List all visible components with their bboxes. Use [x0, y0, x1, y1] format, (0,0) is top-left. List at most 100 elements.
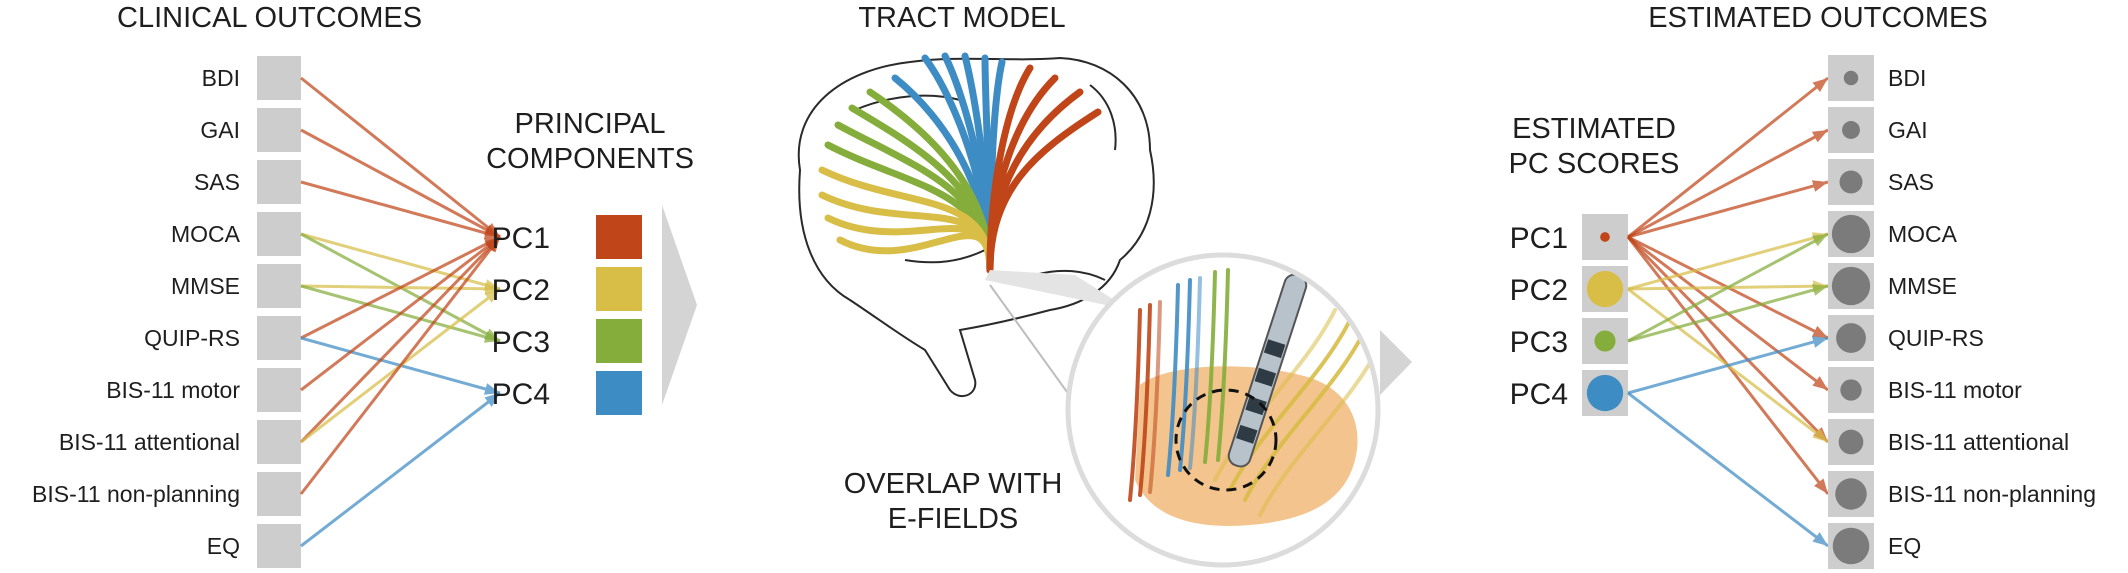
outcome-box — [257, 56, 301, 100]
estimated-outcomes-header: ESTIMATED OUTCOMES — [1648, 2, 1987, 34]
pc-to-outcome-links — [1626, 76, 1830, 548]
outcome-box — [257, 264, 301, 308]
overlap-label-line2: E-FIELDS — [888, 503, 1019, 535]
estimated-outcome-dot — [1839, 170, 1863, 194]
estimated-outcome-label: MMSE — [1888, 273, 1957, 299]
pc-outcome-arrow — [1627, 391, 1829, 548]
pc-outcome-arrow — [1627, 76, 1829, 239]
pc-swatch — [596, 319, 642, 363]
pc-score-dot — [1594, 330, 1616, 352]
tract-fiber — [836, 232, 994, 274]
zoom-connector — [985, 270, 1130, 310]
zoom-connector-line — [989, 284, 1081, 411]
pc-outcome-arrow — [1627, 284, 1829, 343]
magnifier-ring — [1065, 252, 1381, 568]
estimated-outcome-label: QUIP-RS — [1888, 325, 1984, 351]
outcome-box — [257, 160, 301, 204]
estimated-outcome-dot — [1840, 379, 1862, 401]
outcome-box — [257, 368, 301, 412]
lens-fibers — [1128, 268, 1378, 517]
electrode-icon — [1227, 273, 1308, 468]
outcome-pc-arrow — [300, 391, 501, 548]
pc-score-label: PC1 — [1510, 222, 1568, 255]
tract-fibers — [818, 52, 1102, 274]
estimated-outcome-label: BIS-11 motor — [1888, 377, 2022, 403]
outcome-box — [257, 212, 301, 256]
estimated-outcome-dot — [1843, 70, 1859, 86]
outcome-pc-arrow — [300, 128, 501, 239]
tract-model-header: TRACT MODEL — [858, 2, 1065, 34]
pc-outcome-arrow — [1627, 232, 1829, 343]
estimated-outcome-label: BDI — [1888, 65, 1926, 91]
flow-chevron-right — [1380, 330, 1412, 395]
estimated-outcome-dot — [1831, 214, 1871, 254]
pc-swatch — [596, 371, 642, 415]
estimated-outcome-dot — [1832, 527, 1870, 565]
pc-outcome-arrow — [1627, 180, 1829, 239]
lens-fiber — [1203, 270, 1217, 464]
outcome-label: GAI — [200, 117, 240, 143]
lens-fiber — [1188, 276, 1202, 470]
estimated-outcome-label: EQ — [1888, 533, 1921, 559]
estimated-pc-scores-header-line2: PC SCORES — [1509, 148, 1680, 180]
outcome-box — [257, 472, 301, 516]
estimated-outcome-label: MOCA — [1888, 221, 1958, 247]
lens-fiber — [1213, 308, 1337, 482]
pc-score-label: PC3 — [1510, 326, 1568, 359]
lens-fiber — [1178, 278, 1192, 472]
outcome-to-pc-links — [299, 76, 502, 548]
lens-fiber — [1258, 343, 1378, 517]
outcome-label: BIS-11 attentional — [59, 429, 240, 455]
pc-outcome-arrow — [1627, 128, 1829, 239]
clinical-outcome-list: BDI GAI SAS MOCA MMSE QUIP-RS BIS-11 motorBIS-… — [32, 56, 301, 568]
outcome-label: MOCA — [171, 221, 241, 247]
outcome-label: BIS-11 non-planning — [32, 481, 240, 507]
pc-label: PC4 — [492, 378, 550, 411]
outcome-label: BDI — [202, 65, 240, 91]
principal-components-header-line2: COMPONENTS — [486, 143, 694, 175]
pc-score-dot — [1586, 270, 1624, 308]
outcome-label: MMSE — [171, 273, 240, 299]
outcome-label: SAS — [194, 169, 240, 195]
outcome-label: BIS-11 motor — [106, 377, 240, 403]
estimated-outcome-label: GAI — [1888, 117, 1928, 143]
pc-swatch — [596, 267, 642, 311]
pc-outcome-arrow — [1627, 336, 1829, 395]
estimated-outcome-label: BIS-11 attentional — [1888, 429, 2069, 455]
outcome-box — [257, 420, 301, 464]
outcome-box — [257, 316, 301, 360]
pc-score-dot — [1586, 374, 1624, 412]
lens-fiber — [1228, 318, 1352, 492]
lens-fiber — [1148, 300, 1162, 494]
overlap-label-line1: OVERLAP WITH — [844, 468, 1063, 500]
outcome-box — [257, 108, 301, 152]
pc-label: PC2 — [492, 274, 550, 307]
outcome-pc-arrow — [299, 235, 502, 444]
pc-label: PC3 — [492, 326, 550, 359]
tract-fiber — [986, 108, 1102, 274]
outcome-label: QUIP-RS — [144, 325, 240, 351]
outcome-label: EQ — [207, 533, 240, 559]
outcome-pc-arrow — [300, 180, 501, 239]
pc-score-label: PC4 — [1510, 378, 1568, 411]
estimated-outcome-dot — [1842, 121, 1860, 139]
outcome-pc-arrow — [299, 236, 502, 495]
tract-fiber — [986, 88, 1084, 274]
estimated-outcome-label: BIS-11 non-planning — [1888, 481, 2096, 507]
estimated-outcome-dot — [1831, 266, 1871, 306]
estimated-pc-scores-header-line1: ESTIMATED — [1512, 113, 1676, 145]
lens-fiber — [1216, 268, 1230, 462]
clinical-outcomes-header: CLINICAL OUTCOMES — [117, 2, 422, 34]
lens-fiber — [1243, 328, 1367, 502]
efield-circle — [1174, 388, 1278, 492]
magnifier-lens — [1065, 252, 1381, 568]
estimated-outcome-dot — [1835, 478, 1867, 510]
pc-outcome-arrow — [1626, 235, 1830, 444]
outcome-pc-arrow — [300, 76, 501, 239]
estimated-outcome-dot — [1838, 429, 1864, 455]
outcome-box — [257, 524, 301, 568]
